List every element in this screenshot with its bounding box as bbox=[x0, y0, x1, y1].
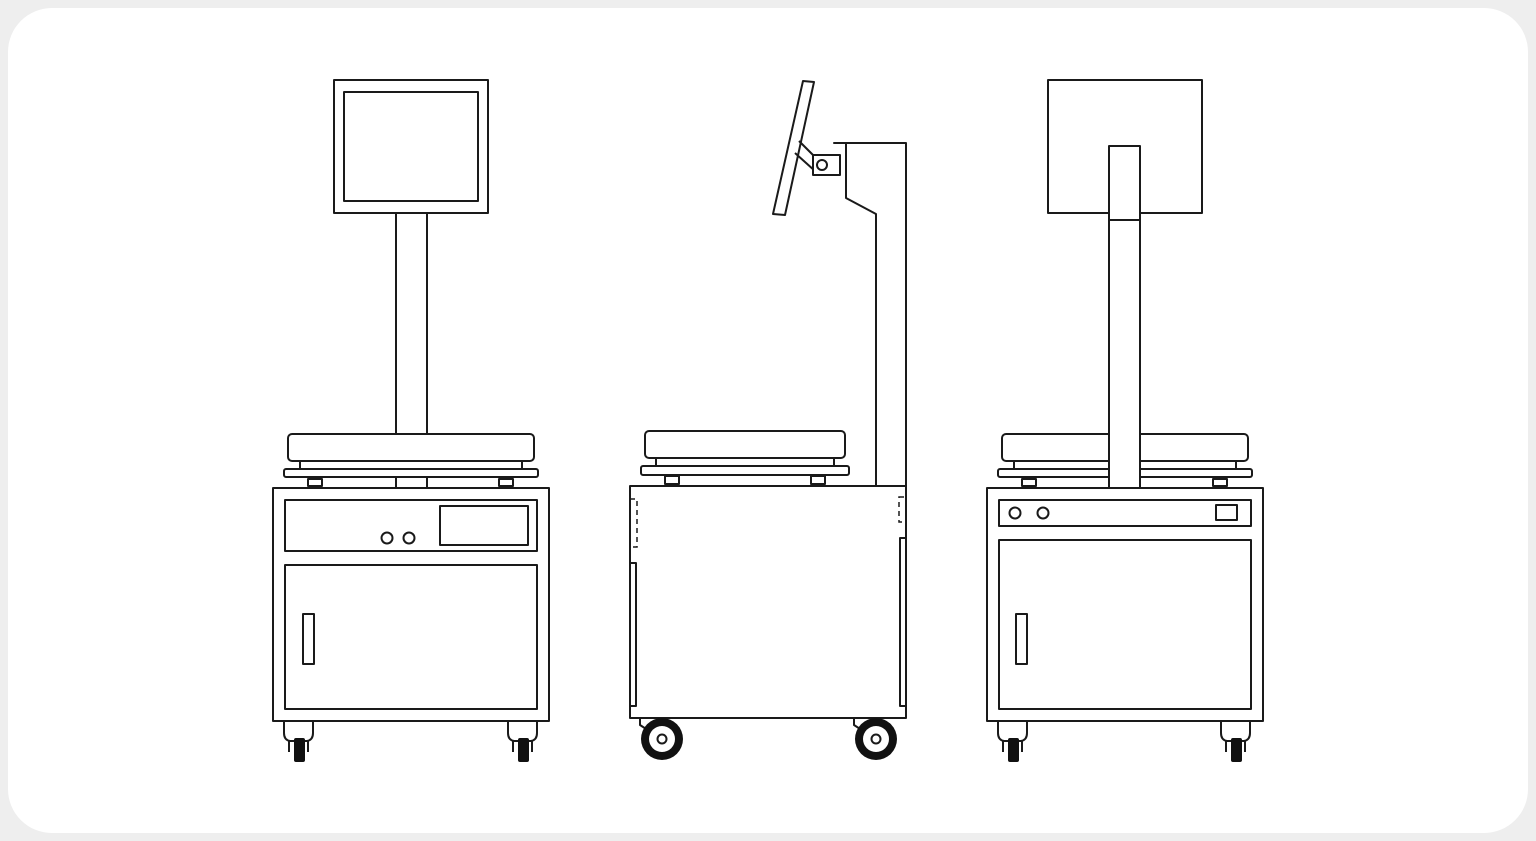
side-monitor bbox=[772, 80, 815, 216]
front-control-panel bbox=[284, 499, 538, 552]
side-caster-right bbox=[853, 718, 897, 760]
back-pole bbox=[1108, 145, 1141, 489]
side-monitor-hinge bbox=[794, 140, 841, 176]
port-icon bbox=[1215, 504, 1238, 521]
front-cabinet-door bbox=[284, 564, 538, 710]
front-scale-platform bbox=[283, 433, 539, 489]
front-view bbox=[272, 79, 550, 762]
back-view bbox=[986, 79, 1264, 762]
side-scale-platform bbox=[640, 430, 850, 485]
knob-icon bbox=[380, 531, 394, 545]
knob-icon bbox=[1036, 506, 1050, 520]
front-monitor bbox=[333, 79, 489, 214]
door-handle bbox=[302, 613, 315, 665]
back-caster-left bbox=[997, 721, 1028, 762]
side-caster-left bbox=[639, 718, 683, 760]
monitor-screen bbox=[343, 91, 479, 202]
back-cabinet-door bbox=[998, 539, 1252, 710]
side-column bbox=[833, 142, 907, 488]
front-pole bbox=[395, 212, 428, 436]
side-cabinet bbox=[629, 485, 907, 719]
front-cabinet bbox=[272, 487, 550, 722]
side-view bbox=[629, 80, 907, 760]
back-caster-right bbox=[1220, 721, 1251, 762]
knob-icon bbox=[402, 531, 416, 545]
back-control-panel bbox=[998, 499, 1252, 527]
knob-icon bbox=[1008, 506, 1022, 520]
door-handle bbox=[1015, 613, 1028, 665]
display-window bbox=[439, 505, 529, 546]
front-caster-left bbox=[283, 721, 314, 762]
back-cabinet bbox=[986, 487, 1264, 722]
front-caster-right bbox=[507, 721, 538, 762]
